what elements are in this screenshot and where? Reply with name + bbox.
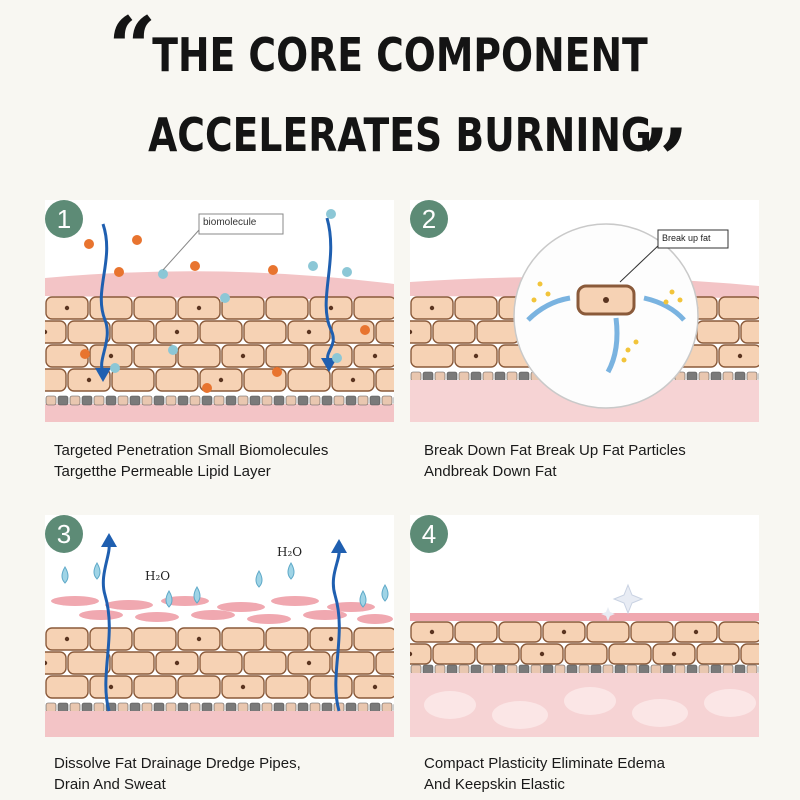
water-drop-icon xyxy=(61,562,389,608)
arrow-down-icon xyxy=(605,317,620,374)
skin-layer-illustration-3 xyxy=(45,515,394,737)
caption-step-3: Dissolve Fat Drainage Dredge Pipes, Drai… xyxy=(54,753,414,795)
step-badge-3: 3 xyxy=(45,515,83,553)
close-quote: ” xyxy=(640,110,689,209)
sparkle-icon xyxy=(601,607,615,621)
arrow-left-icon xyxy=(526,295,571,322)
caption-line: Targetthe Permeable Lipid Layer xyxy=(54,463,271,480)
sparkle-icon xyxy=(612,583,644,615)
h2o-label: H₂O xyxy=(277,545,303,559)
caption-line: Drain And Sweat xyxy=(54,776,166,793)
biomolecule-dots xyxy=(80,209,370,393)
caption-line: And Keepskin Elastic xyxy=(424,776,565,793)
caption-step-2: Break Down Fat Break Up Fat Particles An… xyxy=(424,440,784,482)
arrow-right-icon xyxy=(643,295,686,322)
panel-drainage: 3 H₂O H₂O xyxy=(45,515,394,737)
arrow-up-icon xyxy=(101,542,111,712)
fat-cell-layer xyxy=(45,627,394,699)
basal-cell-layer xyxy=(45,395,394,406)
panel-penetration: 1 biomolecule xyxy=(45,200,394,422)
step-badge-1: 1 xyxy=(45,200,83,238)
arrow-up-icon xyxy=(331,548,341,712)
basal-cell-layer xyxy=(45,702,394,713)
step-badge-2: 2 xyxy=(410,200,448,238)
caption-line: Andbreak Down Fat xyxy=(424,463,557,480)
biomolecule-label: biomolecule xyxy=(203,217,257,228)
caption-line: Compact Plasticity Eliminate Edema xyxy=(424,755,665,772)
caption-line: Dissolve Fat Drainage Dredge Pipes, xyxy=(54,755,301,772)
skin-layer-illustration-1 xyxy=(45,200,394,422)
break-up-fat-label: Break up fat xyxy=(662,233,711,243)
panel-compact: 4 xyxy=(410,515,759,737)
panel-break-down: 2 Break up fat xyxy=(410,200,759,422)
skin-layer-illustration-4 xyxy=(410,515,759,737)
h2o-label: H₂O xyxy=(145,569,171,583)
headline-line-2: ACCELERATES BURNING xyxy=(148,108,652,162)
fat-cell-layer xyxy=(410,621,759,665)
arrow-down-icon xyxy=(324,217,335,363)
caption-step-4: Compact Plasticity Eliminate Edema And K… xyxy=(424,753,784,795)
open-quote: “ xyxy=(108,0,157,97)
arrow-down-icon xyxy=(99,223,109,373)
basal-cell-layer xyxy=(410,664,759,675)
caption-step-1: Targeted Penetration Small Biomolecules … xyxy=(54,440,414,482)
caption-line: Break Down Fat Break Up Fat Particles xyxy=(424,442,686,459)
skin-layer-illustration-2 xyxy=(410,200,759,422)
step-badge-4: 4 xyxy=(410,515,448,553)
caption-line: Targeted Penetration Small Biomolecules xyxy=(54,442,329,459)
headline-line-1: THE CORE COMPONENT xyxy=(152,28,648,82)
magnifier-icon xyxy=(513,223,699,409)
